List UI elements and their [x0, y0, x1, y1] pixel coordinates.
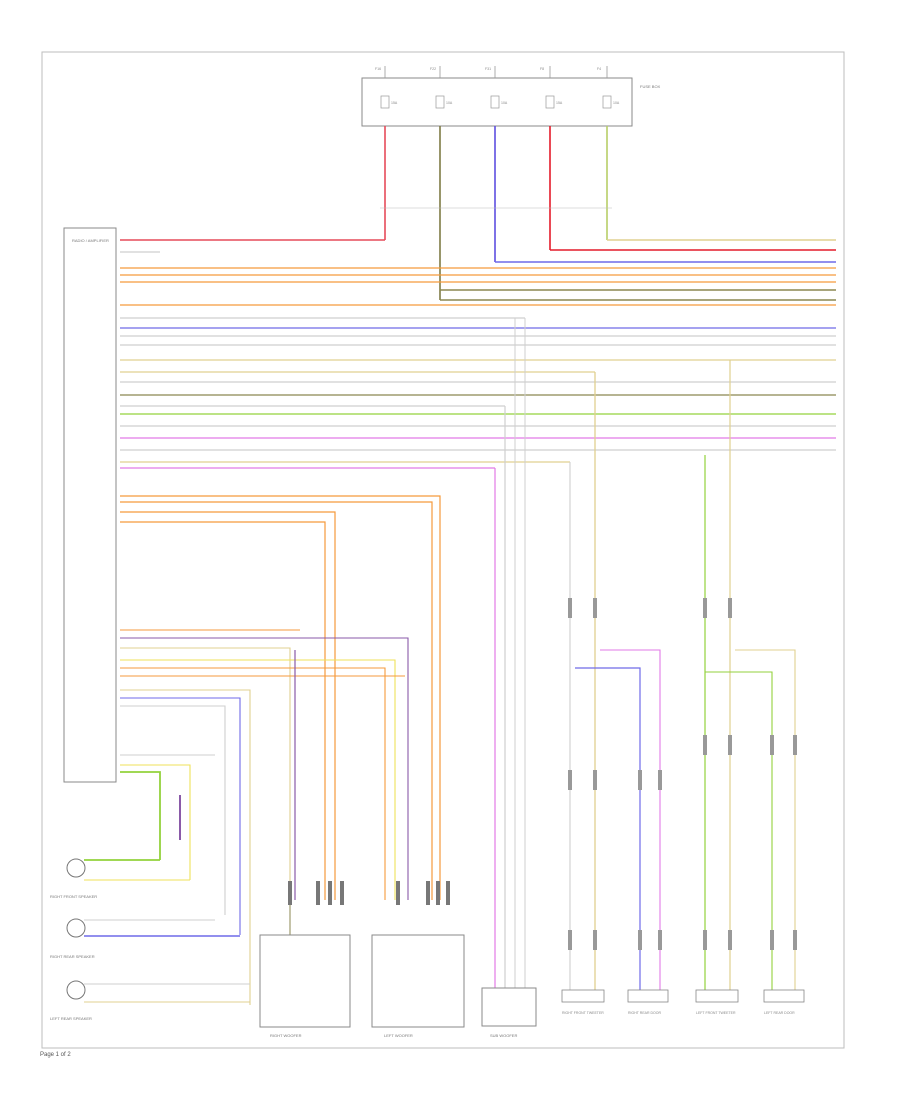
connector-icon: [593, 770, 597, 790]
connector-icon: [658, 930, 662, 950]
fuse-box-outline: [361, 77, 633, 127]
wire: [120, 637, 409, 900]
connector-icon: [770, 735, 774, 755]
wire: [120, 495, 441, 900]
speaker-module-label: LEFT FRONT TWEETER: [696, 1011, 736, 1015]
connector-icon: [703, 930, 707, 950]
wire: [120, 521, 326, 900]
wire: [120, 647, 291, 900]
main-module: RADIO / AMPLIFIER: [63, 227, 117, 783]
wire: [705, 671, 773, 990]
connector-icon: [728, 735, 732, 755]
fuse-icon: [380, 95, 390, 109]
speaker-label: RIGHT FRONT SPEAKER: [50, 894, 97, 899]
connector-icon: [568, 770, 572, 790]
connector-icon: [703, 598, 707, 618]
speaker-module-box: [627, 989, 669, 1003]
speaker-module-label: LEFT REAR DOOR: [764, 1011, 795, 1015]
fuse-icon: [435, 95, 445, 109]
wire: [120, 689, 251, 1005]
wire: [120, 667, 386, 900]
speaker-label: LEFT REAR SPEAKER: [50, 1016, 92, 1021]
speaker-icon: [66, 858, 86, 878]
speaker-icon: [66, 980, 86, 1000]
speaker-module-box: [561, 989, 605, 1003]
fuse-box: FUSE BOX: [361, 77, 661, 127]
connector-icon: [340, 881, 344, 905]
module-left-woofer: LEFT WOOFER: [371, 934, 465, 1038]
wire-harness: [84, 126, 836, 1005]
fuse-rating: F8: [540, 67, 544, 71]
fuse-box-label: FUSE BOX: [640, 84, 661, 89]
connector-icon: [728, 930, 732, 950]
pin-labels: [288, 598, 797, 950]
speaker-group-left: RIGHT FRONT SPEAKER RIGHT REAR SPEAKER L…: [50, 858, 97, 1021]
speaker-module-label: RIGHT REAR DOOR: [628, 1011, 661, 1015]
wire: [120, 511, 336, 900]
connector-icon: [638, 930, 642, 950]
fuse-amps: 10A: [613, 101, 620, 105]
fuse-amps: 10A: [501, 101, 508, 105]
wire: [120, 764, 191, 880]
connector-icon: [288, 881, 292, 905]
main-module-outline: [63, 227, 117, 783]
connector-icon: [328, 881, 332, 905]
speaker-module-label: RIGHT FRONT TWEETER: [562, 1011, 604, 1015]
wire: [120, 705, 226, 915]
fuse-amps: 10A: [446, 101, 453, 105]
fuse-rating: F16: [375, 67, 381, 71]
connector-icon: [396, 881, 400, 905]
connector-icon: [793, 735, 797, 755]
fuse-icon: [545, 95, 555, 109]
connector-icon: [658, 770, 662, 790]
page-number: Page 1 of 2: [40, 1052, 71, 1058]
connector-icon: [793, 930, 797, 950]
left-woofer-label: LEFT WOOFER: [384, 1033, 413, 1038]
connector-icon: [703, 735, 707, 755]
wire: [120, 697, 241, 935]
fuse-amps: 15A: [556, 101, 563, 105]
module-right-woofer: RIGHT WOOFER: [259, 934, 351, 1038]
wire: [120, 501, 433, 900]
fuse-icon: [602, 95, 612, 109]
module-sub-woofer: SUB WOOFER: [481, 987, 537, 1038]
connector-icon: [770, 930, 774, 950]
wire: [735, 649, 796, 990]
wire: [600, 649, 661, 990]
sub-woofer-box: [481, 987, 537, 1027]
fuse-amps: 15A: [391, 101, 398, 105]
diagram-frame: [41, 51, 845, 1049]
fuse-icon: [490, 95, 500, 109]
wire: [120, 659, 396, 900]
right-woofer-box: [259, 934, 351, 1028]
left-woofer-box: [371, 934, 465, 1028]
right-speaker-modules: RIGHT FRONT TWEETER RIGHT REAR DOOR LEFT F…: [561, 989, 805, 1015]
connector-icon: [446, 881, 450, 905]
connector-icon: [436, 881, 440, 905]
speaker-label: RIGHT REAR SPEAKER: [50, 954, 95, 959]
fuse-rating: F31: [485, 67, 491, 71]
connector-icon: [426, 881, 430, 905]
right-woofer-label: RIGHT WOOFER: [270, 1033, 302, 1038]
connector-icon: [316, 881, 320, 905]
speaker-module-box: [695, 989, 739, 1003]
fuse-rating: F4: [597, 67, 601, 71]
sub-woofer-label: SUB WOOFER: [490, 1033, 517, 1038]
fuse-group: F16 15A F22 10A F31 10A F8 15A F4 10A: [375, 66, 620, 109]
wire: [120, 771, 161, 860]
wire: [575, 667, 641, 990]
fuse-rating: F22: [430, 67, 436, 71]
speaker-icon: [66, 918, 86, 938]
main-module-label: RADIO / AMPLIFIER: [72, 238, 109, 243]
connector-icon: [728, 598, 732, 618]
connector-icon: [638, 770, 642, 790]
connector-icon: [593, 930, 597, 950]
connector-icon: [568, 598, 572, 618]
speaker-module-box: [763, 989, 805, 1003]
connector-icon: [593, 598, 597, 618]
connector-icon: [568, 930, 572, 950]
